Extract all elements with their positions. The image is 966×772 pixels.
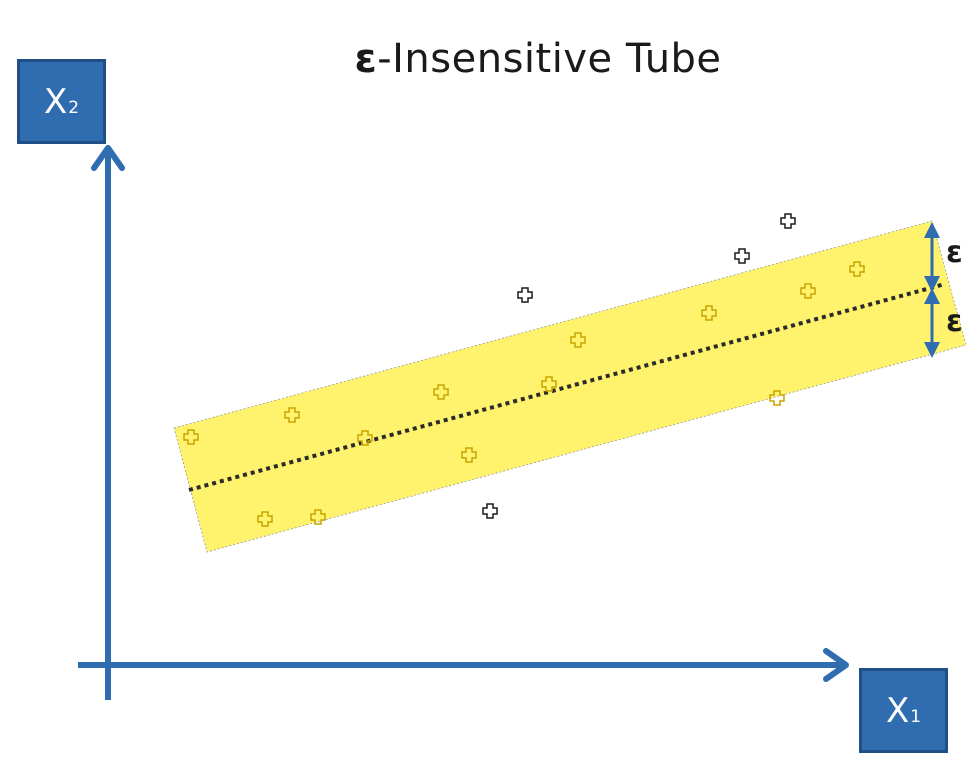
title-epsilon-symbol: ε (354, 36, 378, 82)
data-point-outside-tube (780, 213, 796, 229)
x-axis-label-subscript: 1 (910, 706, 922, 727)
x-axis-arrowhead (823, 648, 849, 682)
data-point-inside-tube (433, 384, 449, 400)
data-point-inside-tube (541, 376, 557, 392)
data-point-outside-tube (734, 248, 750, 264)
data-point-outside-tube (482, 503, 498, 519)
y-axis-label: X (43, 81, 68, 122)
x-axis-label: X (885, 690, 910, 731)
epsilon-label-lower: ε (946, 304, 963, 339)
title-text: -Insensitive Tube (377, 36, 722, 82)
data-point-inside-tube (284, 407, 300, 423)
epsilon-label-upper: ε (946, 235, 963, 270)
data-point-inside-tube (769, 390, 785, 406)
regression-line (188, 282, 946, 492)
data-point-outside-tube (517, 287, 533, 303)
y-axis-label-subscript: 2 (68, 97, 80, 118)
data-point-inside-tube (701, 305, 717, 321)
y-axis-arrowhead (91, 145, 125, 171)
epsilon-lower-arrow (924, 288, 940, 358)
data-point-inside-tube (257, 511, 273, 527)
data-point-inside-tube (310, 509, 326, 525)
diagram-title: ε-Insensitive Tube (0, 36, 966, 82)
data-point-inside-tube (800, 283, 816, 299)
data-point-inside-tube (357, 430, 373, 446)
data-points (183, 213, 865, 527)
epsilon-upper-arrow (924, 222, 940, 292)
data-point-inside-tube (570, 332, 586, 348)
data-point-inside-tube (461, 447, 477, 463)
data-point-inside-tube (849, 261, 865, 277)
data-point-inside-tube (183, 429, 199, 445)
